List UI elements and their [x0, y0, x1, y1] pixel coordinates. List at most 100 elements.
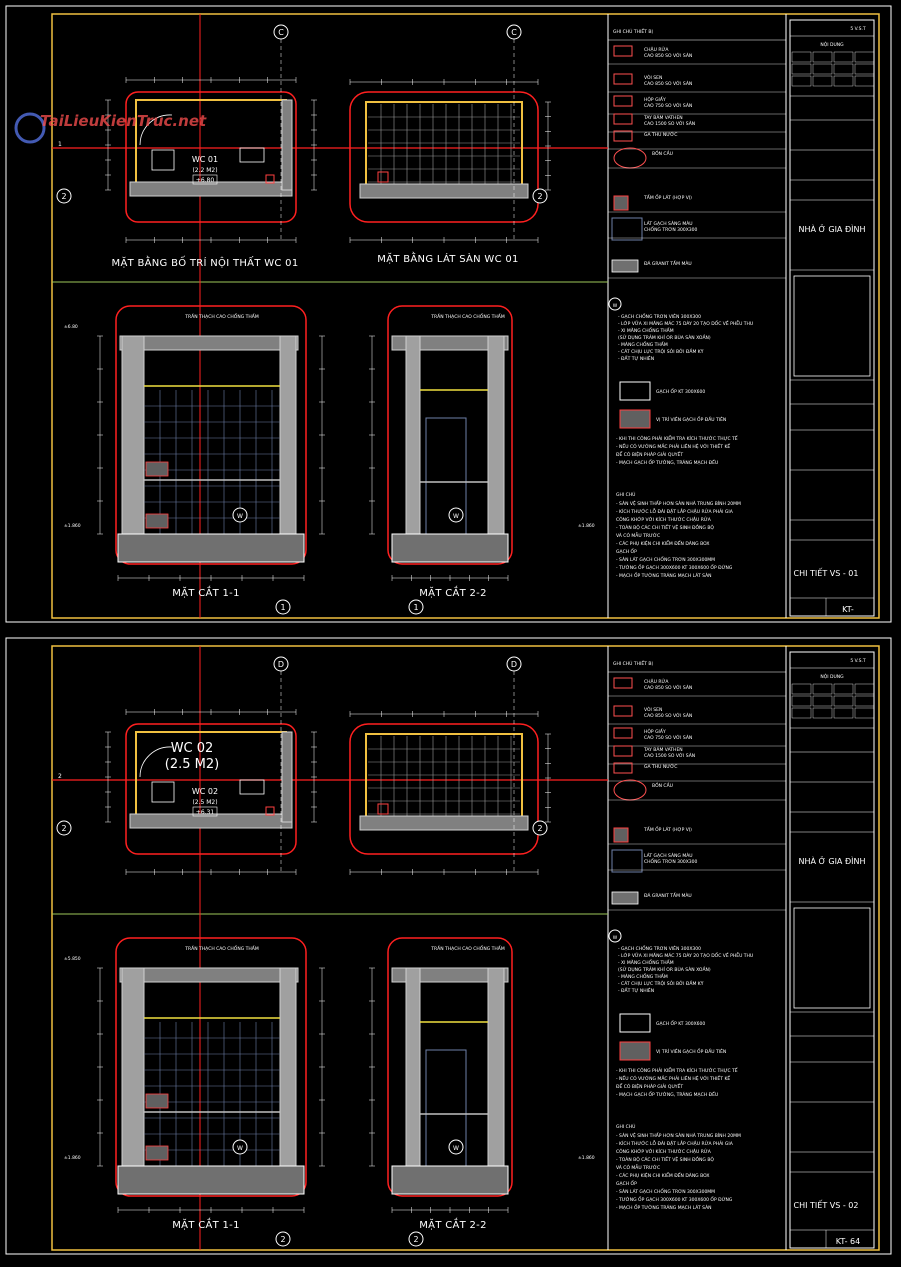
revision-cell — [833, 63, 854, 75]
dimension-line — [369, 335, 375, 535]
note-a: - MẠCH GẠCH ỐP TƯỜNG, TRÁNG MẠCH ĐỀU — [616, 458, 718, 466]
drain-tag-circle — [232, 1139, 248, 1155]
tile-swatch-icon — [613, 195, 629, 211]
note-b: CÔNG KHỚP VỚI KÍCH THƯỚC CHẬU RỬA — [616, 1147, 712, 1155]
level-mark: ±1.860 — [64, 1155, 81, 1161]
revision-cell — [791, 63, 812, 75]
revision-cell — [791, 51, 812, 63]
legend-item-desc: CHỐNG TRƠN 300X300 — [644, 225, 698, 233]
dimension-line — [369, 967, 375, 1167]
level-mark: ±1.860 — [64, 523, 81, 529]
revision-cell — [833, 707, 854, 719]
w-note: (SỬ DỤNG TRẢM KHÍ OR BÙA SÀN XOẮN) — [618, 965, 711, 973]
legend-item-name: VÒI SEN — [644, 706, 662, 713]
titleblock-frame — [789, 651, 875, 1249]
w-note: - ĐẤT TỰ NHIÊN — [618, 354, 654, 362]
granite-swatch-icon — [611, 259, 639, 273]
drain-tag: W — [237, 1145, 243, 1152]
legend-tile-position: VỊ TRÍ VIÊN GẠCH ỐP ĐẦU TIÊN — [656, 1047, 726, 1055]
legend-tile-position: VỊ TRÍ VIÊN GẠCH ỐP ĐẦU TIÊN — [656, 415, 726, 423]
grid-bubble-top-label: C — [278, 28, 284, 37]
w-note: - CÁT CHỊU LỰC TRỘI SỎI BỞI ĐẦM KỸ — [618, 347, 704, 355]
note-b: - SÀN LÁT GẠCH CHỐNG TRƠN 300X300MM — [616, 1187, 715, 1195]
legend-heading: GHI CHÚ THIẾT BỊ — [613, 27, 653, 35]
dimension-line — [125, 869, 297, 875]
w-note: (SỬ DỤNG TRẢM KHÍ OR BÙA SÀN XOẮN) — [618, 333, 711, 341]
section-red-outline — [115, 937, 307, 1197]
section-note: TRẦN THẠCH CAO CHỐNG THẤM — [430, 944, 505, 952]
grid-bubble-top-label: D — [278, 660, 284, 669]
wall-tile-grid — [144, 390, 280, 534]
first-tile-swatch-icon — [619, 1041, 651, 1061]
w-note: - LỚP VỮA XI MĂNG MÁC 75 DÀY 20 TẠO DỐC … — [618, 951, 753, 959]
titleblock-sheet-name: CHI TIẾT VS - 02 — [794, 1199, 859, 1210]
wall-tile-swatch-icon — [619, 1013, 651, 1033]
door-swing — [139, 746, 173, 778]
drain-tag-circle — [448, 1139, 464, 1155]
w-note: - ĐẤT TỰ NHIÊN — [618, 986, 654, 994]
sheet-outer-frame — [5, 637, 892, 1255]
wall-hatch-left — [405, 335, 421, 537]
section-red-outline — [387, 937, 513, 1197]
legend-item-name: HỘP GIẤY — [644, 727, 666, 735]
section-note: TRẦN THẠCH CAO CHỐNG THẤM — [184, 944, 259, 952]
titleblock-sheet-name: CHI TIẾT VS - 01 — [794, 567, 859, 578]
dimension-line — [319, 967, 325, 1167]
legend-item-name: BỒN CẦU — [652, 780, 673, 789]
legend-item: ĐÁ GRANIT TẤM MÀU — [611, 891, 692, 905]
legend-item: GA THU NƯỚC — [613, 762, 677, 774]
revision-cell — [854, 51, 875, 63]
dimension-line — [125, 237, 297, 243]
legend-item-desc: CHỐNG TRƠN 300X300 — [644, 857, 698, 865]
section-note: TRẦN THẠCH CAO CHỐNG THẤM — [184, 312, 259, 320]
fixture-icon — [613, 73, 633, 85]
drain-tag: W — [237, 513, 243, 520]
room-area: (2.5 M2) — [192, 799, 217, 806]
wall-hatch-right — [279, 335, 297, 547]
fixture-icon — [613, 95, 633, 107]
first-tile-marker — [145, 461, 169, 477]
sheet2-room-label-large: WC 02(2.5 M2) — [165, 741, 219, 772]
fixture-icon — [613, 45, 633, 57]
revision-cell — [812, 695, 833, 707]
grid-bubble-bottom-circle — [408, 1231, 424, 1247]
revision-cell — [812, 683, 833, 695]
first-tile-marker — [145, 1093, 169, 1109]
floor-drain — [265, 806, 275, 816]
legend-item-desc: CAO 850 SO VỚI SÀN — [644, 712, 692, 719]
titleblock-code: 5 V.S.T — [850, 658, 866, 664]
note-b: - KÍCH THƯỚC LỖ ĐÀI ĐẶT LẮP CHẬU RỬA PHẢ… — [616, 1139, 734, 1147]
legend-heading: GHI CHÚ THIẾT BỊ — [613, 659, 653, 667]
note-b: - CÁC PHỤ KIỆN CHI KIỂM ĐẾN DÀNG BOX — [616, 539, 709, 547]
fixture-icon — [613, 762, 633, 774]
note-a: - NẾU CÓ VƯỚNG MẮC PHẢI LIÊN HỆ VỚI THIẾ… — [616, 442, 730, 450]
floor-slab-hatch — [117, 533, 305, 563]
floor-drain — [377, 171, 389, 183]
revision-cell — [791, 695, 812, 707]
note-b: GẠCH ỐP — [616, 1179, 637, 1187]
plan-wall-hatch — [281, 99, 293, 191]
fixture-icon — [613, 727, 633, 739]
w-note: - XI MĂNG CHỐNG THẤM — [618, 958, 674, 966]
titleblock-project: NHÀ Ở GIA ĐÌNH — [799, 223, 866, 234]
first-tile-swatch-icon — [619, 409, 651, 429]
dimension-line — [319, 335, 325, 535]
plan-wall-hatch — [281, 731, 293, 823]
grid-bubble-left-circle — [56, 820, 72, 836]
w-tag-circle — [608, 929, 622, 943]
plan-red-outline — [125, 723, 297, 855]
revision-cell — [854, 695, 875, 707]
room-level: +6.31 — [196, 809, 215, 816]
grid-bubble-bottom-label: 1 — [413, 603, 418, 612]
